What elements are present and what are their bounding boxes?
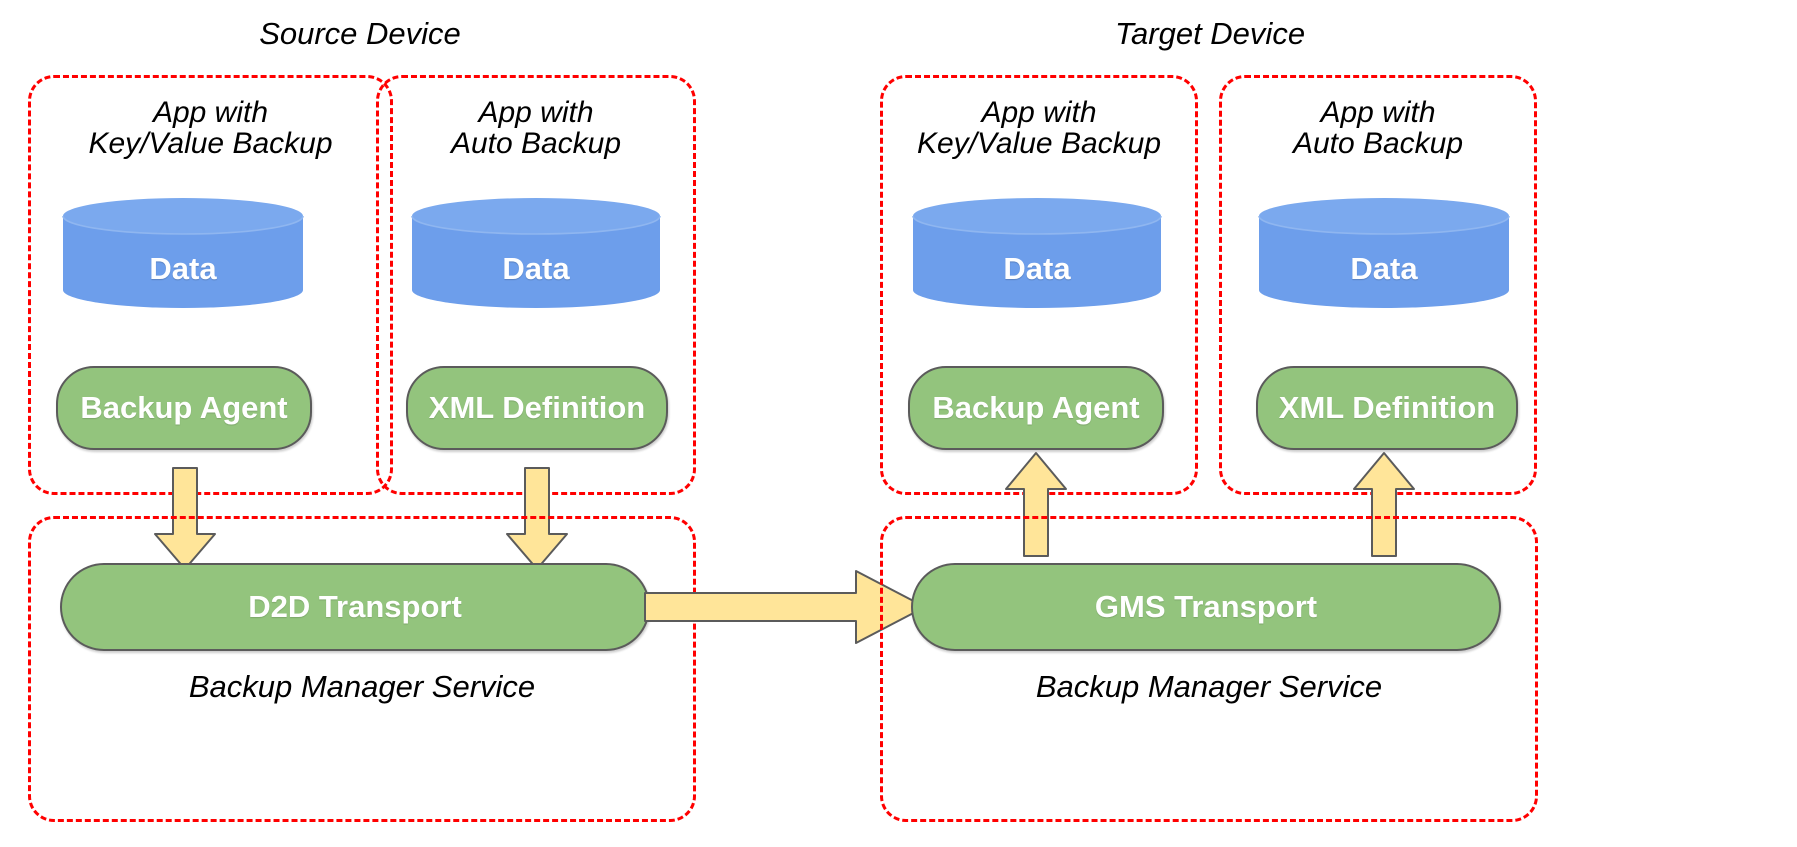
cylinder-shape: [1258, 198, 1510, 308]
service-label-source: Backup Manager Service: [188, 669, 536, 704]
data-cylinder-label-source-keyvalue: Data: [149, 251, 217, 286]
app-container-source-autobackup: App with Auto Backup: [376, 75, 696, 495]
arrow-up-icon: [1005, 452, 1067, 557]
data-cylinder-label-target-keyvalue: Data: [1003, 251, 1071, 286]
arrow-up-target-autobackup: [1353, 452, 1415, 557]
transport-d2d[interactable]: D2D Transport: [60, 563, 650, 651]
data-cylinder-target-keyvalue: Data: [912, 198, 1162, 308]
component-xml-definition-source[interactable]: XML Definition: [406, 366, 668, 450]
app-label-target-autobackup: App with Auto Backup: [1292, 96, 1464, 160]
component-backup-agent-target[interactable]: Backup Agent: [908, 366, 1164, 450]
app-container-target-keyvalue: App with Key/Value Backup: [880, 75, 1198, 495]
service-label-target: Backup Manager Service: [1035, 669, 1383, 704]
data-cylinder-target-autobackup: Data: [1258, 198, 1510, 308]
app-label-source-autobackup: App with Auto Backup: [450, 96, 622, 160]
data-cylinder-source-autobackup: Data: [411, 198, 661, 308]
arrow-transfer-d2d-to-gms: [644, 570, 926, 644]
component-backup-agent-source[interactable]: Backup Agent: [56, 366, 312, 450]
target-device-title: Target Device: [1114, 16, 1306, 51]
source-device-title: Source Device: [259, 16, 461, 51]
data-cylinder-label-source-autobackup: Data: [502, 251, 570, 286]
app-container-source-keyvalue: App with Key/Value Backup: [28, 75, 393, 495]
arrow-up-icon: [1353, 452, 1415, 557]
backup-manager-service-source: Backup Manager Service: [28, 516, 696, 822]
transport-gms[interactable]: GMS Transport: [911, 563, 1501, 651]
cylinder-shape: [912, 198, 1162, 308]
data-cylinder-label-target-autobackup: Data: [1350, 251, 1418, 286]
data-cylinder-source-keyvalue: Data: [62, 198, 304, 308]
app-label-source-keyvalue: App with Key/Value Backup: [88, 96, 333, 160]
arrow-up-target-keyvalue: [1005, 452, 1067, 557]
cylinder-shape: [411, 198, 661, 308]
backup-manager-service-target: Backup Manager Service: [880, 516, 1538, 822]
arrow-right-icon: [644, 570, 926, 644]
cylinder-shape: [62, 198, 304, 308]
app-label-target-keyvalue: App with Key/Value Backup: [916, 96, 1162, 160]
component-xml-definition-target[interactable]: XML Definition: [1256, 366, 1518, 450]
